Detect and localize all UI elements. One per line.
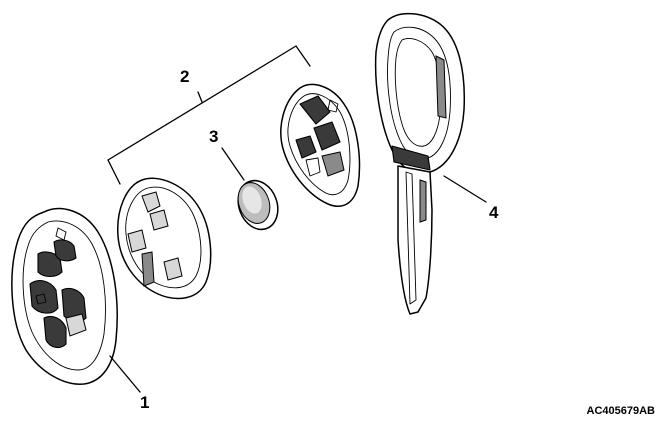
part-2-transmitter-board [280,83,361,207]
part-2-button-panel [117,177,212,300]
part-4-key-head-and-blade [374,12,466,315]
callout-2: 2 [180,67,189,86]
leader-line-3 [221,147,245,181]
part-3-coin-battery [237,179,279,231]
callout-1: 1 [140,393,149,412]
figure-id: AC405679AB [587,405,656,417]
part-1-cover-with-buttons [11,207,118,385]
callout-3: 3 [209,127,218,146]
leader-line-4 [443,175,487,203]
callout-4: 4 [489,203,499,222]
bracket-part-2 [107,45,311,185]
leader-line-1 [109,355,141,393]
